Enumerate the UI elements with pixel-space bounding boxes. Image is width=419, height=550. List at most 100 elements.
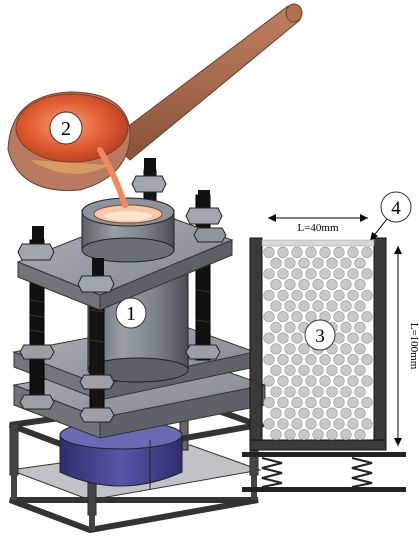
bead	[347, 311, 359, 323]
bead	[347, 289, 359, 301]
bead	[298, 386, 310, 398]
bead	[361, 246, 373, 258]
bead	[263, 418, 275, 430]
bead	[277, 311, 289, 323]
bead	[326, 429, 338, 441]
bead	[354, 300, 366, 312]
bead	[347, 396, 359, 409]
callout-3-label: 3	[315, 326, 325, 347]
bead	[354, 364, 366, 376]
bead	[270, 407, 282, 419]
bead	[319, 268, 331, 280]
bead	[270, 278, 282, 291]
bead	[270, 321, 282, 334]
bead	[354, 407, 366, 419]
bead	[291, 268, 303, 280]
bead	[319, 246, 331, 258]
bead	[305, 289, 317, 301]
height-label: L=100mm	[408, 323, 419, 370]
bead	[284, 364, 296, 376]
bead	[305, 311, 317, 323]
bead	[361, 354, 373, 366]
bead	[263, 396, 275, 409]
callout-1-label: 1	[126, 303, 136, 325]
bead	[340, 278, 352, 291]
bead	[333, 418, 345, 430]
bead	[305, 396, 317, 409]
bead	[354, 278, 366, 291]
callout-4: 4	[370, 191, 412, 241]
bead	[291, 354, 303, 366]
bead	[298, 278, 310, 291]
bead	[354, 386, 366, 398]
bead	[312, 257, 324, 269]
bead	[312, 278, 324, 291]
right-wall	[373, 237, 387, 449]
bead	[277, 246, 289, 258]
right-spring	[351, 457, 373, 488]
bead	[312, 364, 324, 376]
bead	[291, 332, 303, 344]
callout-1: 1	[115, 297, 147, 329]
bead	[312, 407, 324, 419]
bead	[263, 332, 275, 344]
bead	[263, 246, 275, 258]
bead	[312, 429, 324, 441]
top-layer	[261, 239, 375, 247]
bead	[298, 257, 310, 269]
bead	[305, 246, 317, 258]
bead	[340, 300, 352, 312]
bead	[326, 364, 338, 376]
bead	[361, 396, 373, 409]
bead	[326, 386, 338, 398]
bead	[347, 418, 359, 430]
bead	[277, 396, 289, 409]
bead	[354, 343, 366, 355]
bead	[340, 364, 352, 376]
bead	[333, 268, 345, 280]
bead	[361, 289, 373, 301]
bead	[347, 375, 359, 387]
bead	[284, 407, 296, 419]
width-label: L=40mm	[297, 222, 338, 234]
bead	[347, 246, 359, 258]
bead	[270, 300, 282, 312]
width-dimension: L=40mm	[268, 214, 368, 234]
callout-2-label: 2	[61, 118, 71, 140]
bead	[354, 257, 366, 269]
cavity-cross-section: L=40mm 4 3 L=100mm	[242, 191, 419, 492]
bead	[340, 407, 352, 419]
bead	[333, 354, 345, 366]
bead	[347, 354, 359, 366]
bead	[333, 375, 345, 387]
bead	[284, 321, 296, 334]
bead	[361, 418, 373, 430]
bead	[361, 268, 373, 280]
nuts-middle	[19, 344, 221, 423]
bead	[326, 300, 338, 312]
casting-rig: 2 1	[7, 3, 303, 534]
bead	[298, 300, 310, 312]
spring-base	[242, 452, 406, 492]
bead	[305, 354, 317, 366]
bead	[291, 418, 303, 430]
bead	[277, 268, 289, 280]
bead	[277, 289, 289, 301]
bead	[284, 343, 296, 355]
nuts-top	[17, 158, 227, 293]
bead	[326, 257, 338, 269]
bead	[284, 429, 296, 441]
bead	[305, 268, 317, 280]
bead	[298, 429, 310, 441]
bead	[361, 311, 373, 323]
bead	[270, 386, 282, 398]
bead	[326, 278, 338, 291]
height-dimension: L=100mm	[394, 246, 419, 446]
bead	[312, 386, 324, 398]
bead	[263, 375, 275, 387]
bead	[361, 375, 373, 387]
bead	[319, 396, 331, 409]
bead	[284, 300, 296, 312]
bead	[319, 418, 331, 430]
callout-3: 3	[304, 319, 336, 351]
